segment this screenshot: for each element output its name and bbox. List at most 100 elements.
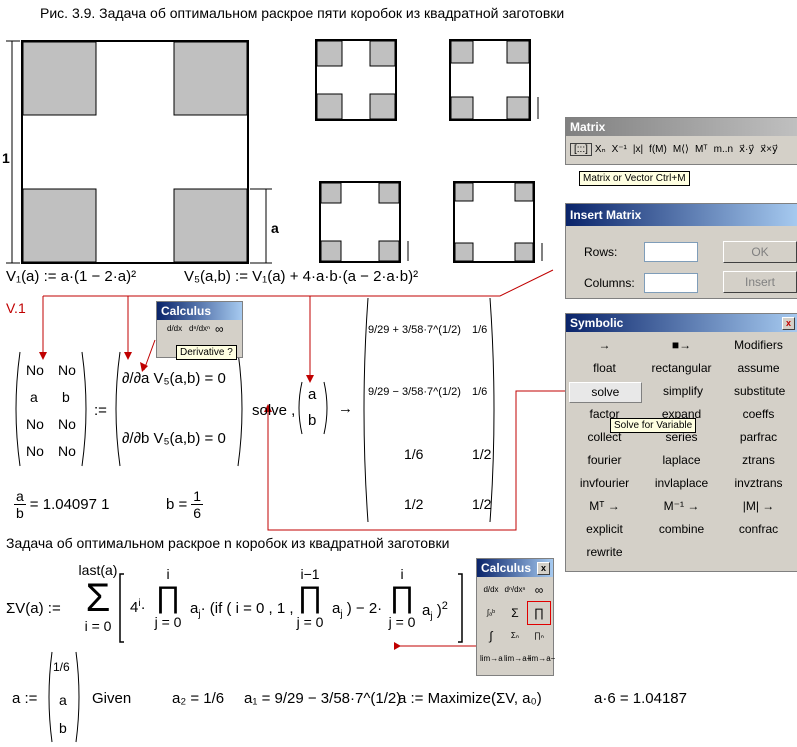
ok-button[interactable]: OK <box>723 241 797 263</box>
a-vec-cell: 1/6 <box>53 660 70 674</box>
symbolic-modifiers-button[interactable]: Modifiers <box>734 338 783 352</box>
symbolic-invfourier-button[interactable]: invfourier <box>579 476 630 490</box>
solve-keyword[interactable]: solve , <box>252 402 296 419</box>
calculus-palette: Calculus x d/dx dⁿ/dxⁿ ∞ ∫ₐᵇ Σ ∏ ∫ Σₙ ∏ₙ… <box>476 558 556 676</box>
transpose-icon[interactable]: Mᵀ <box>694 143 708 155</box>
column-icon[interactable]: M⟨⟩ <box>672 143 689 155</box>
given-keyword[interactable]: Given <box>92 690 132 707</box>
symbolic-solve-button[interactable]: solve <box>569 382 642 403</box>
vector-cell: No <box>26 362 44 378</box>
version-label: V.1 <box>6 300 26 316</box>
solve-var-a: a <box>308 386 317 403</box>
subscript-icon[interactable]: Xₙ <box>594 143 606 155</box>
inverse-icon[interactable]: X⁻¹ <box>611 143 627 155</box>
symbolic-invlaplace-button[interactable]: invlaplace <box>654 476 709 490</box>
derivative-icon[interactable]: d/dx <box>167 324 183 333</box>
nth-derivative-icon[interactable]: dⁿ/dxⁿ <box>189 324 210 333</box>
range-product-icon[interactable]: ∏ₙ <box>534 631 544 640</box>
range-icon[interactable]: m..n <box>713 143 734 155</box>
partial-equations[interactable]: ∂/∂a V₅(a,b) = 0 ∂/∂b V₅(a,b) = 0 <box>112 350 246 468</box>
maximize-expr[interactable]: a := Maximize(ΣV, a₀) <box>398 690 542 707</box>
symbolic-collect-button[interactable]: collect <box>587 430 622 444</box>
b-den: 6 <box>193 505 202 521</box>
indefinite-integral-icon[interactable]: ∫ <box>489 629 493 643</box>
symbolic-inverse-button[interactable]: M⁻¹ → <box>663 499 700 513</box>
calculus-close-icon[interactable]: x <box>537 562 550 575</box>
derivative-icon[interactable]: d/dx <box>483 585 499 594</box>
symbolic-float-button[interactable]: float <box>593 361 616 375</box>
formula-v5[interactable]: V₅(a,b) := V₁(a) + 4·a·b·(a − 2·a·b)² <box>184 268 419 285</box>
symbolic-factor-button[interactable]: factor <box>589 407 620 421</box>
symbolic-close-icon[interactable]: x <box>782 317 795 330</box>
symbolic-simplify-button[interactable]: simplify <box>663 384 704 398</box>
symbolic-substitute-button[interactable]: substitute <box>733 384 786 398</box>
symbolic-parfrac-button[interactable]: parfrac <box>739 430 778 444</box>
rows-input[interactable] <box>644 242 698 262</box>
vector-cell: No <box>58 416 76 432</box>
symbolic-laplace-button[interactable]: laplace <box>662 453 701 467</box>
symbolic-confrac-button[interactable]: confrac <box>738 522 779 536</box>
insert-button[interactable]: Insert <box>723 271 797 293</box>
symbolic-rewrite-button[interactable]: rewrite <box>586 545 623 559</box>
dot-product-icon[interactable]: x⃗·y⃗ <box>739 143 755 155</box>
a1-eq[interactable]: a₁ = 9/29 − 3/58·7^(1/2) <box>244 690 401 707</box>
solution-cell: 1/6 <box>472 386 488 398</box>
definite-integral-icon[interactable]: ∫ₐᵇ <box>486 608 496 617</box>
symbolic-rectangular-button[interactable]: rectangular <box>651 361 712 375</box>
symbolic-assume-button[interactable]: assume <box>737 361 780 375</box>
symbolic-ztrans-button[interactable]: ztrans <box>742 453 775 467</box>
symbolic-invztrans-button[interactable]: invztrans <box>734 476 783 490</box>
symbolic-series-button[interactable]: series <box>665 430 698 444</box>
symbolic-explicit-button[interactable]: explicit <box>586 522 623 536</box>
infinity-icon[interactable]: ∞ <box>215 322 224 336</box>
determinant-icon[interactable]: |x| <box>632 143 644 155</box>
assign-operator: := <box>94 402 107 419</box>
a6-result[interactable]: a·6 = 1.04187 <box>594 690 687 707</box>
vector-cell: No <box>26 416 44 432</box>
infinity-icon[interactable]: ∞ <box>534 583 544 597</box>
a2-eq[interactable]: a₂ = 1/6 <box>172 690 224 707</box>
prod3-lower: j = 0 <box>388 614 416 630</box>
nth-derivative-icon[interactable]: dⁿ/dxⁿ <box>504 585 526 594</box>
rows-label: Rows: <box>584 245 618 259</box>
sum-lhs[interactable]: ΣV(a) := <box>6 600 61 617</box>
symbolic-fourier-button[interactable]: fourier <box>587 453 622 467</box>
a-assign[interactable]: a := <box>12 690 38 707</box>
right-limit-icon[interactable]: lim→a+ <box>504 654 532 663</box>
symbolic-title: Symbolic <box>566 314 797 332</box>
formula-v1[interactable]: V₁(a) := a·(1 − 2·a)² <box>6 268 137 285</box>
columns-input[interactable] <box>644 273 698 293</box>
ratio-value: = 1.04097 1 <box>29 496 110 513</box>
symbolic-expand-button[interactable]: expand <box>661 407 702 421</box>
symbolic-grid: → ■→ Modifiers float rectangular assume solv… <box>566 334 797 564</box>
range-sum-icon[interactable]: Σₙ <box>510 631 520 640</box>
prod2-upper: i−1 <box>300 566 320 582</box>
insert-matrix-icon[interactable]: [:::] <box>570 142 592 156</box>
small-diagram-1 <box>315 39 397 121</box>
symbolic-transpose-button[interactable]: Mᵀ → <box>589 499 620 513</box>
a2-lhs: a₂ = <box>172 690 200 707</box>
matrix-toolbar: Matrix [:::] Xₙ X⁻¹ |x| f(M) M⟨⟩ Mᵀ m..n… <box>565 117 797 165</box>
cross-product-icon[interactable]: x⃗×y⃗ <box>760 143 778 155</box>
symbolic-determinant-button[interactable]: |M| → <box>742 499 775 513</box>
limit-icon[interactable]: lim→a <box>480 654 503 663</box>
prod3-upper: i <box>400 566 404 582</box>
solution-cell: 1/6 <box>472 324 488 336</box>
vectorize-icon[interactable]: f(M) <box>649 143 667 155</box>
symbolic-coeffs-button[interactable]: coeffs <box>742 407 775 421</box>
summation-icon[interactable]: Σ <box>511 606 519 620</box>
sum-lower: i = 0 <box>84 618 112 634</box>
symbolic-eval-button[interactable]: → <box>598 338 611 352</box>
vector-cell: b <box>62 389 70 405</box>
product-icon[interactable]: ∏ <box>527 601 551 625</box>
symbolic-keyword-eval-button[interactable]: ■→ <box>671 338 692 352</box>
product-3: i ∏ j = 0 <box>382 566 422 630</box>
solution-cell: 1/6 <box>404 446 424 462</box>
sum-aj-if: aj· (if ( i = 0 , 1 , <box>190 600 294 620</box>
left-limit-icon[interactable]: lim→a− <box>528 654 556 663</box>
solution-cell: 1/2 <box>404 496 424 512</box>
a-vec-cell: a <box>59 692 67 708</box>
symbolic-combine-button[interactable]: combine <box>658 522 705 536</box>
